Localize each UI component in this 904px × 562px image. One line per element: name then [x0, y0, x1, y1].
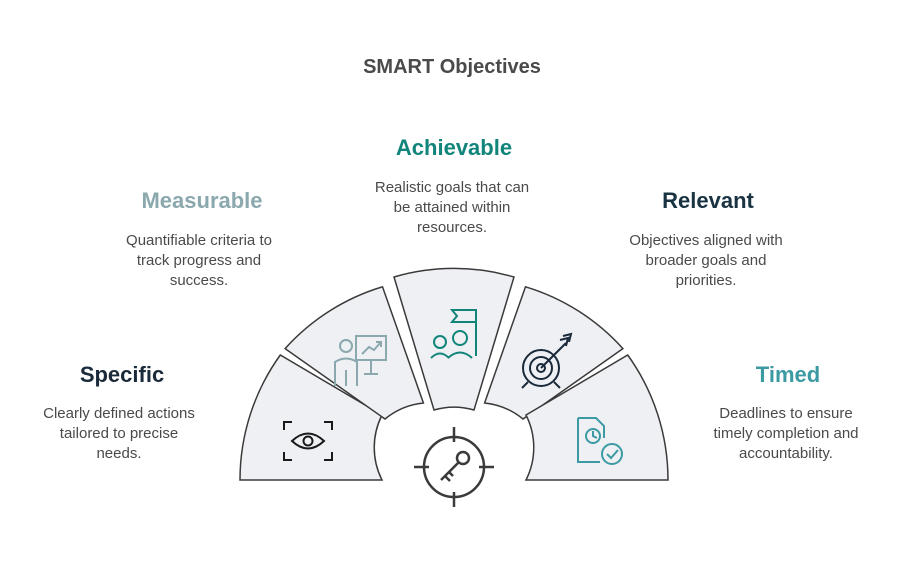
desc-line: accountability.: [739, 445, 833, 462]
team-flag-icon: [430, 309, 477, 359]
desc-line: priorities.: [675, 272, 737, 289]
desc-line: broader goals and: [645, 252, 767, 269]
segment-measurable: [283, 285, 425, 420]
desc-line: track progress and: [136, 252, 262, 269]
presentation-chart-icon: [334, 335, 387, 386]
desc-line: Objectives aligned with: [629, 232, 783, 249]
desc-line: Deadlines to ensure: [719, 405, 853, 422]
desc-line: Clearly defined actions: [43, 405, 195, 422]
desc-line: resources.: [416, 219, 488, 236]
desc-line: success.: [169, 272, 229, 289]
desc-line: Realistic goals that can: [374, 179, 530, 196]
label-measurable: Measurable: [141, 188, 263, 213]
segment-relevant: [483, 285, 625, 420]
label-specific: Specific: [79, 362, 165, 387]
desc-line: be attained within: [393, 199, 511, 216]
segment-timed: [524, 354, 669, 481]
eye-focus-icon: [283, 421, 333, 461]
desc-specific: Clearly defined actions tailored to prec…: [19, 404, 219, 464]
label-relevant: Relevant: [662, 188, 754, 213]
desc-line: Quantifiable criteria to: [126, 232, 272, 249]
label-achievable: Achievable: [395, 135, 513, 160]
desc-timed: Deadlines to ensure timely completion an…: [686, 404, 886, 464]
page-title: SMART Objectives: [363, 56, 541, 78]
desc-line: needs.: [96, 445, 142, 462]
desc-achievable: Realistic goals that can be attained wit…: [352, 178, 552, 238]
label-timed: Timed: [755, 362, 821, 387]
desc-relevant: Objectives aligned with broader goals an…: [606, 231, 806, 291]
desc-line: tailored to precise: [59, 425, 179, 442]
segment-specific: [239, 354, 384, 481]
target-arrow-icon: [521, 332, 573, 389]
crosshair-key-icon: [414, 427, 494, 507]
desc-measurable: Quantifiable criteria to track progress …: [99, 231, 299, 291]
desc-line: timely completion and: [713, 425, 859, 442]
clock-document-check-icon: [577, 417, 623, 465]
